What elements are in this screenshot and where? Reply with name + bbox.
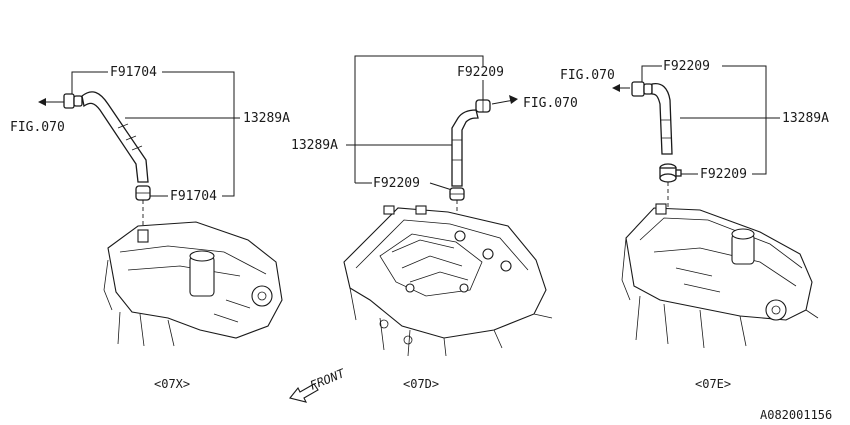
view-07d: F92209 13289A F92209 FIG.070: [289, 55, 578, 403]
label-clamp-bottom[interactable]: F92209: [373, 176, 420, 191]
callout-line-bracket: [162, 71, 235, 197]
pcv-hose: [451, 109, 479, 187]
label-clamp-bottom[interactable]: F92209: [700, 167, 747, 182]
pcv-hose: [651, 82, 673, 155]
callout-bracket: [722, 65, 767, 175]
callout-leader-clamp-bottom: [429, 182, 453, 191]
diagram-reference-id: A082001156: [760, 408, 832, 422]
pcv-hose: [81, 91, 149, 183]
label-hose[interactable]: 13289A: [291, 138, 338, 153]
callout-line-clamp-top: [71, 71, 108, 95]
fig-arrow-head: [612, 84, 620, 92]
callout-bracket: [354, 55, 484, 183]
front-arrow-icon: [289, 383, 319, 403]
label-fig-ref[interactable]: FIG.070: [523, 96, 578, 111]
label-hose[interactable]: 13289A: [782, 111, 829, 126]
label-clamp-bottom[interactable]: F91704: [170, 189, 217, 204]
caption-07x: <07X>: [154, 377, 190, 391]
engine-head-07e: [621, 203, 819, 349]
hose-clamp-bottom: [449, 187, 465, 201]
hose-clamp-top: [63, 93, 83, 109]
label-clamp-top[interactable]: F92209: [457, 65, 504, 80]
label-clamp-top[interactable]: F92209: [663, 59, 710, 74]
hose-ribs: [117, 123, 143, 151]
front-label: FRONT: [308, 366, 347, 393]
label-fig-ref[interactable]: FIG.070: [560, 68, 615, 83]
label-hose[interactable]: 13289A: [243, 111, 290, 126]
engine-head-07d: [343, 205, 553, 357]
view-07x: F91704 13289A F91704 FIG.070: [10, 65, 290, 391]
view-07e: F92209 13289A F92209 FIG.070: [560, 59, 829, 391]
hose-clamp-bottom: [659, 163, 682, 183]
hose-clamp-bottom: [135, 185, 151, 201]
fig-arrow-head: [38, 98, 46, 106]
engine-head-07x: [103, 221, 283, 347]
hose-ribs: [660, 119, 672, 139]
hose-clamp-top: [475, 99, 491, 113]
caption-07d: <07D>: [403, 377, 439, 391]
fig-arrow-head: [509, 95, 518, 104]
front-indicator: FRONT: [289, 366, 347, 403]
label-clamp-top[interactable]: F91704: [110, 65, 157, 80]
label-fig-ref[interactable]: FIG.070: [10, 120, 65, 135]
callout-line-clamp-top: [641, 65, 662, 84]
hose-clamp-top: [631, 81, 653, 97]
hose-ribs: [452, 139, 462, 161]
caption-07e: <07E>: [695, 377, 731, 391]
